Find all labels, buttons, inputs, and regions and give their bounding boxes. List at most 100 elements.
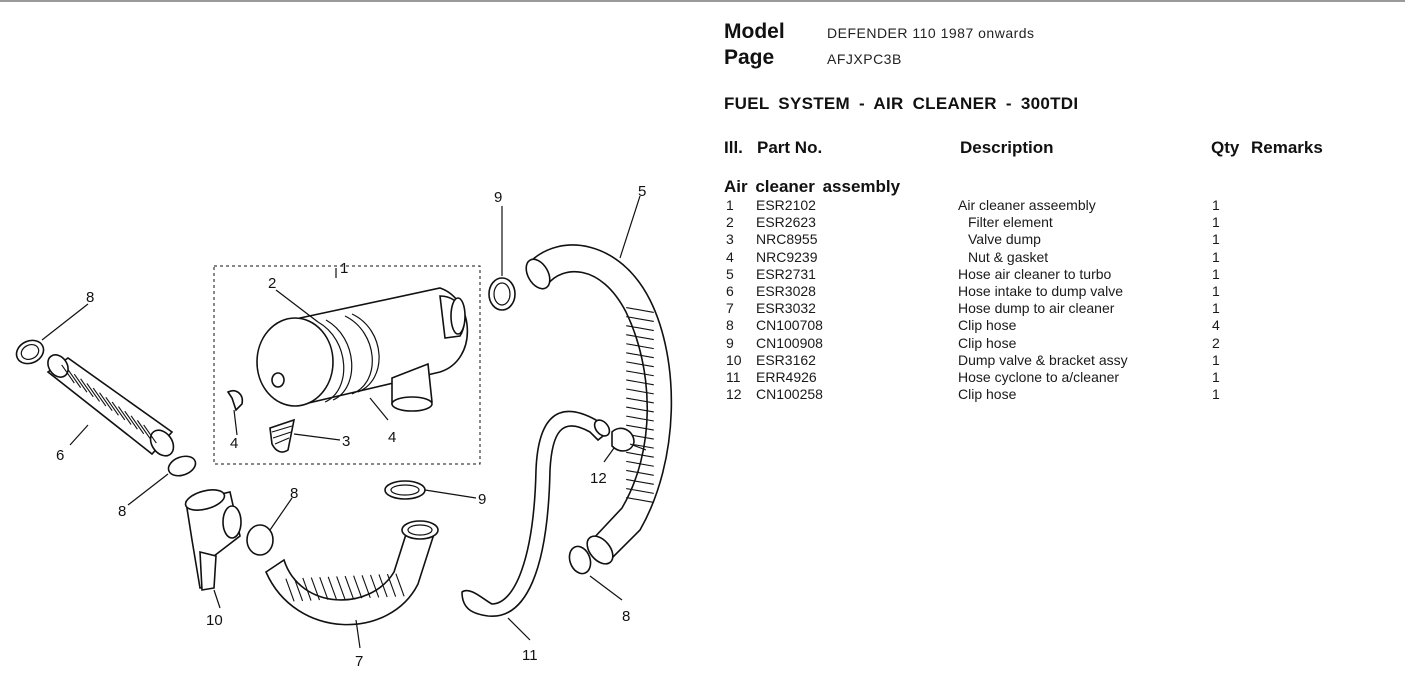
part-ill-number: 6 <box>726 282 734 299</box>
page-value: AFJXPC3B <box>827 51 902 67</box>
part-ill-number: 2 <box>726 214 734 231</box>
hose-rib <box>626 478 654 485</box>
hose-rib <box>626 307 654 313</box>
part-qty: 1 <box>1212 214 1220 231</box>
hose-rib <box>67 369 82 388</box>
hose-rib <box>61 364 75 384</box>
top-border <box>0 0 1405 2</box>
part-qty: 1 <box>1212 368 1220 385</box>
part-qty: 1 <box>1212 282 1220 299</box>
callout-4-body: 4 <box>388 429 396 446</box>
callout-9-b: 9 <box>478 491 486 508</box>
hose-rib <box>626 460 654 467</box>
part-description: Filter element <box>968 214 1053 231</box>
callout-labels: 1 2 3 4 4 5 6 7 8 8 8 8 9 9 10 11 12 <box>56 183 646 670</box>
hose-rib <box>626 487 654 494</box>
part-number: ESR2102 <box>756 197 816 213</box>
callout-8-b: 8 <box>118 503 126 520</box>
hose-rib <box>293 578 304 602</box>
part-description: Clip hose <box>958 386 1017 403</box>
part-number: ESR3162 <box>756 351 816 368</box>
part-number: ESR2623 <box>756 214 816 231</box>
hose-rib <box>92 387 107 407</box>
hose-rib <box>626 397 654 404</box>
hose-rib <box>626 316 654 323</box>
callout-8-a: 8 <box>86 289 94 306</box>
part-description: Valve dump <box>968 231 1041 248</box>
hose-rib <box>386 573 397 597</box>
part-description: Clip hose <box>958 317 1017 334</box>
dump-valve-bracket-10 <box>184 489 242 591</box>
hose-rib <box>626 361 654 368</box>
hose-cyclone-11 <box>461 410 611 617</box>
hose-rib <box>626 415 654 422</box>
part-description: Hose air cleaner to turbo <box>958 265 1112 282</box>
callout-4-nut: 4 <box>230 435 238 452</box>
callout-1: 1 <box>340 260 348 277</box>
callout-9-a: 9 <box>494 189 502 206</box>
hose-rib <box>136 420 151 439</box>
part-number: NRC9239 <box>756 248 818 265</box>
hose-rib <box>327 576 337 600</box>
hose-rib <box>105 396 119 416</box>
part-qty: 1 <box>1212 197 1220 213</box>
part-ill-number: 4 <box>726 248 734 265</box>
callout-6: 6 <box>56 447 64 464</box>
part-number: ESR2731 <box>756 265 816 282</box>
leader-lines <box>41 195 641 649</box>
hose-rib <box>124 410 138 430</box>
hose-rib <box>626 343 654 350</box>
hose-rib <box>626 469 654 476</box>
callout-8-c: 8 <box>290 485 298 502</box>
parts-row: 2 ESR2623 Filter element 1 <box>724 214 1364 231</box>
callout-8-d: 8 <box>622 608 630 625</box>
part-description: Dump valve & bracket assy <box>958 351 1128 368</box>
column-header-ill: Ill. <box>724 138 743 157</box>
part-ill-number: 9 <box>726 334 734 351</box>
hose-rib <box>118 406 132 425</box>
part-qty: 1 <box>1212 231 1220 248</box>
part-qty: 2 <box>1212 334 1220 351</box>
hose-rib <box>395 573 405 597</box>
callout-7: 7 <box>355 653 363 670</box>
hose-rib <box>73 373 88 393</box>
hose-rib <box>626 497 654 503</box>
model-label: Model <box>724 20 785 43</box>
section-title: FUEL SYSTEM - AIR CLEANER - 300TDI <box>724 94 1079 113</box>
hose-rib <box>285 578 295 602</box>
page-label: Page <box>724 46 775 69</box>
callout-3: 3 <box>342 433 350 450</box>
part-qty: 1 <box>1212 248 1220 265</box>
callout-5: 5 <box>638 183 646 200</box>
part-ill-number: 11 <box>726 368 741 385</box>
hose-rib <box>353 575 363 599</box>
part-qty: 1 <box>1212 351 1220 368</box>
hose-intake-6 <box>46 354 175 457</box>
parts-row: 4 NRC9239 Nut & gasket 1 <box>724 249 1364 266</box>
clip-hose-8-a <box>15 339 45 365</box>
clip-hose-8-b <box>167 455 197 477</box>
model-value: DEFENDER 110 1987 onwards <box>827 25 1035 41</box>
hose-rib <box>111 401 126 421</box>
hose-rib <box>361 575 371 599</box>
callout-2: 2 <box>268 275 276 292</box>
part-number: ERR4926 <box>756 368 817 385</box>
hose-rib <box>626 370 654 377</box>
hose-rib <box>86 383 100 402</box>
column-header-description: Description <box>960 138 1054 157</box>
air-cleaner-body <box>226 287 469 453</box>
part-description: Nut & gasket <box>968 248 1049 265</box>
hose-rib <box>143 424 157 444</box>
part-number: NRC8955 <box>756 231 818 248</box>
part-ill-number: 1 <box>726 197 734 213</box>
clip-hose-12 <box>611 427 647 452</box>
hose-rib <box>344 575 354 599</box>
